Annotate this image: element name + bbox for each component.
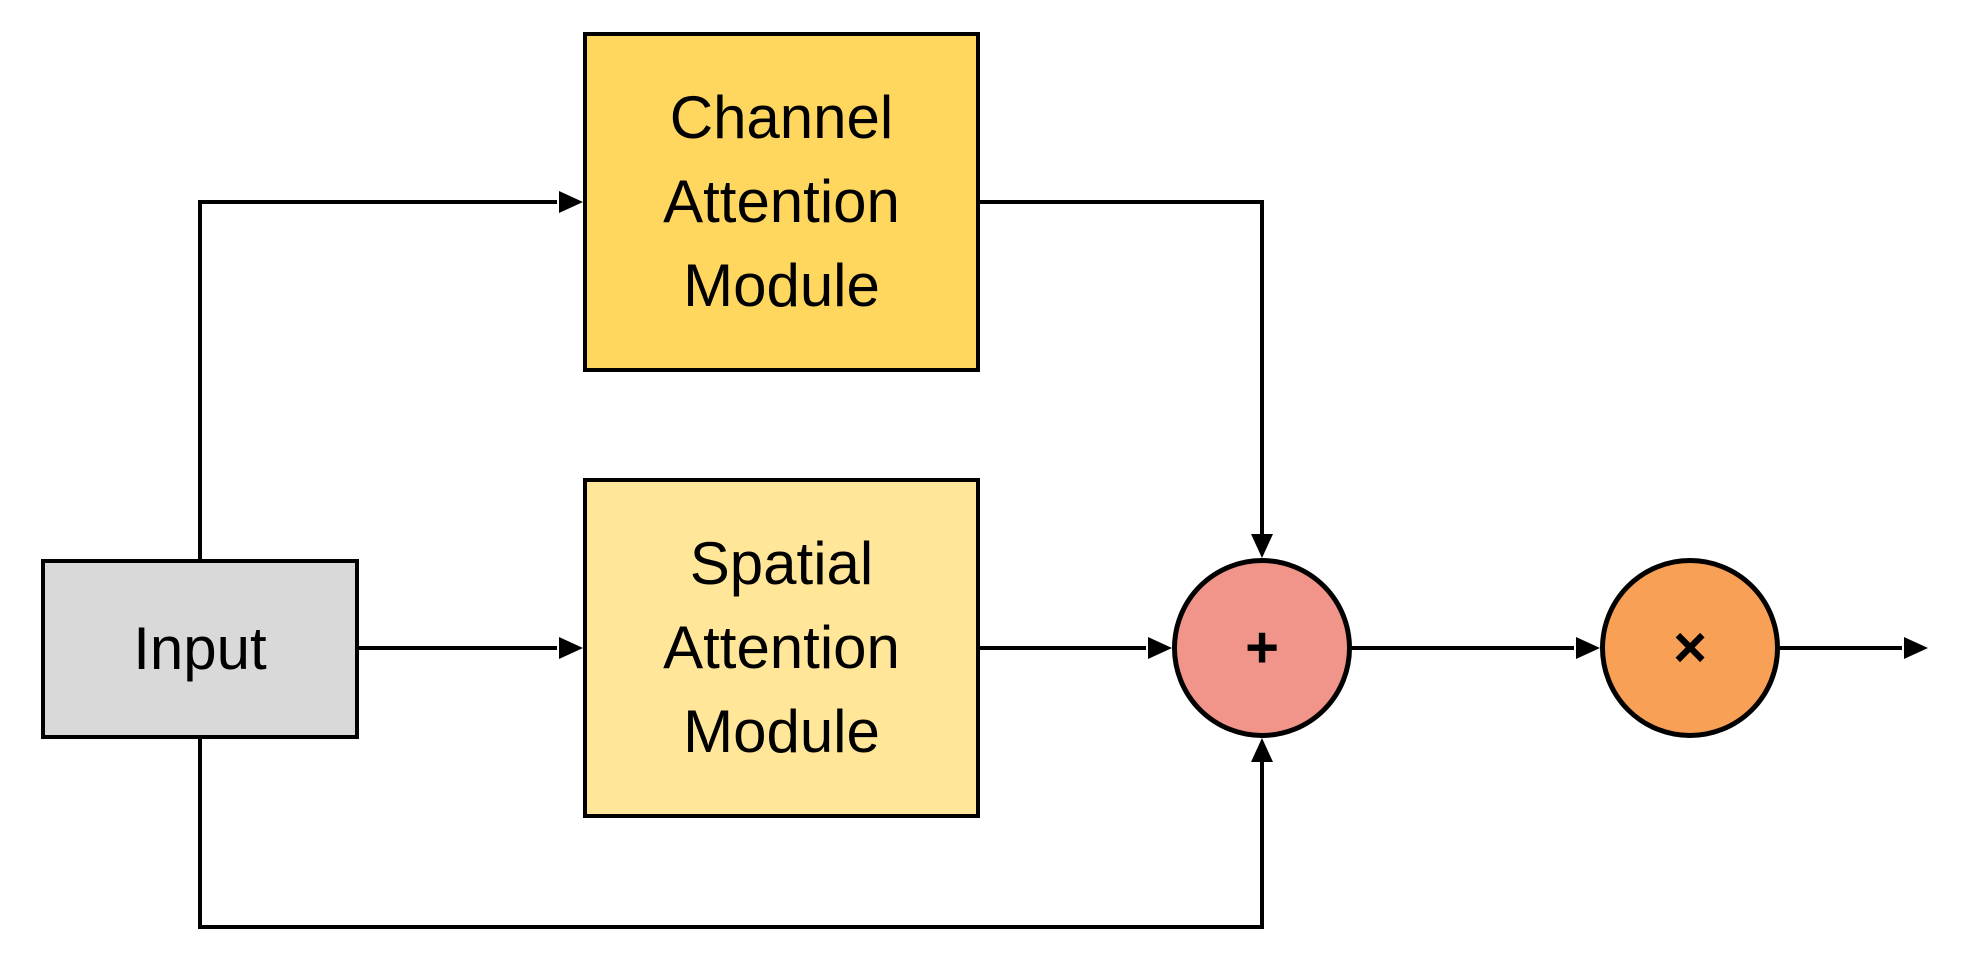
- arrowhead-right-icon: [1576, 637, 1600, 659]
- edge-input-to-spatial: [359, 637, 583, 659]
- spatial-attention-node: Spatial Attention Module: [583, 478, 980, 818]
- channel-attention-node: Channel Attention Module: [583, 32, 980, 372]
- arrowhead-up-icon: [1251, 738, 1273, 762]
- add-junction-circle: +: [1172, 558, 1352, 738]
- arrowhead-right-icon: [1904, 637, 1928, 659]
- arrowhead-down-icon: [1251, 534, 1273, 558]
- edge-channel-to-add: [980, 200, 1273, 558]
- arrowhead-right-icon: [559, 191, 583, 213]
- edge-add-to-multiply: [1352, 637, 1600, 659]
- edge-input-to-add-bottom: [198, 738, 1273, 929]
- input-node: Input: [41, 559, 359, 739]
- arrowhead-right-icon: [559, 637, 583, 659]
- edge-multiply-to-output: [1780, 637, 1928, 659]
- input-node-label: Input: [133, 615, 267, 682]
- arrowhead-right-icon: [1148, 637, 1172, 659]
- edge-spatial-to-add: [980, 637, 1172, 659]
- edge-input-to-channel: [198, 191, 583, 559]
- multiply-icon: ×: [1673, 615, 1707, 680]
- spatial-attention-node-label: Spatial Attention Module: [663, 530, 900, 765]
- channel-attention-node-label: Channel Attention Module: [663, 84, 900, 319]
- multiply-junction-circle: ×: [1600, 558, 1780, 738]
- plus-icon: +: [1245, 615, 1279, 680]
